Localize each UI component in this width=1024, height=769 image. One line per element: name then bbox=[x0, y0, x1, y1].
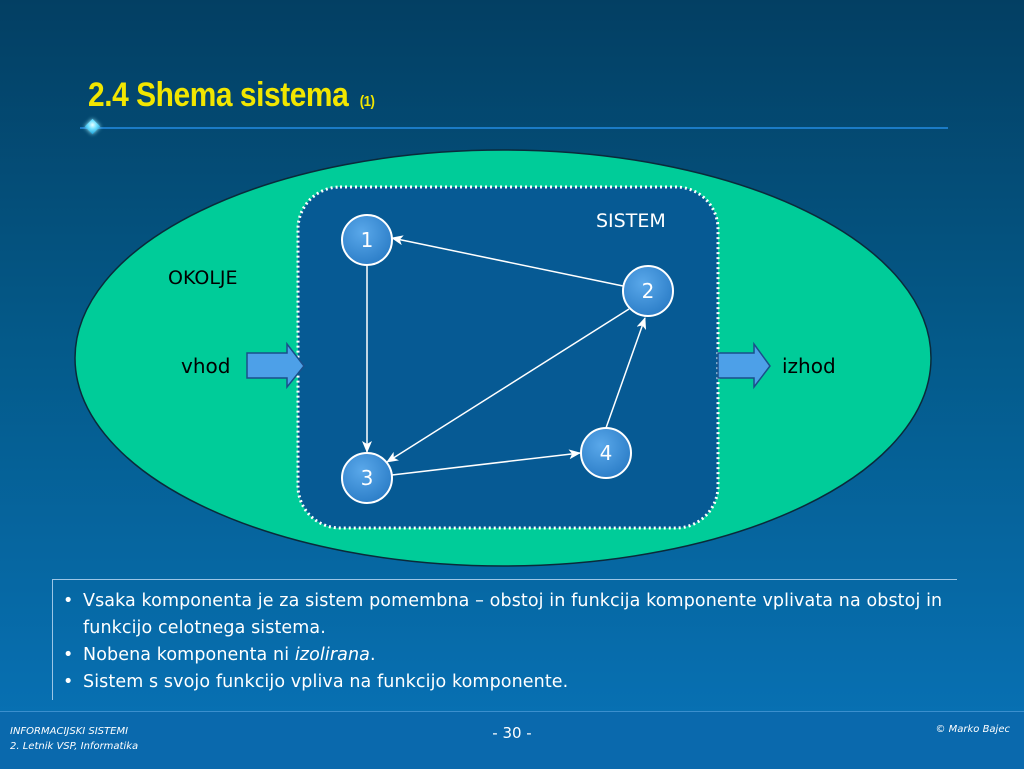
slide-title: 2.4 Shema sistema (1) bbox=[88, 76, 375, 115]
bullet-item-2: Nobena komponenta ni izolirana. bbox=[63, 642, 943, 669]
component-label-1: 1 bbox=[361, 228, 374, 252]
bullet-text-2-before: Nobena komponenta ni bbox=[83, 645, 295, 665]
footer-author: © Marko Bajec bbox=[935, 724, 1010, 735]
title-suffix: (1) bbox=[359, 93, 375, 110]
component-node-2: 2 bbox=[622, 265, 674, 317]
footer-program: 2. Letnik VSP, Informatika bbox=[10, 741, 139, 752]
input-arrow bbox=[246, 341, 305, 390]
component-label-3: 3 bbox=[361, 466, 374, 490]
title-text: 2.4 Shema sistema bbox=[88, 76, 349, 114]
page-number: - 30 - bbox=[492, 724, 532, 742]
bullet-text-3: Sistem s svojo funkcijo vpliva na funkci… bbox=[83, 672, 569, 692]
bullet-list: Vsaka komponenta je za sistem pomembna –… bbox=[63, 588, 943, 696]
input-label: vhod bbox=[181, 354, 230, 378]
system-label: SISTEM bbox=[596, 210, 666, 232]
edge-4-to-2 bbox=[605, 317, 647, 429]
component-node-3: 3 bbox=[341, 452, 393, 504]
bullet-text-1: Vsaka komponenta je za sistem pomembna –… bbox=[83, 591, 943, 638]
component-node-4: 4 bbox=[580, 427, 632, 479]
edge-3-to-4 bbox=[391, 449, 581, 476]
title-divider bbox=[80, 127, 948, 129]
footer-course: INFORMACIJSKI SISTEMI bbox=[10, 726, 129, 737]
output-arrow bbox=[717, 341, 771, 390]
edge-2-to-3 bbox=[386, 308, 630, 463]
component-node-1: 1 bbox=[341, 214, 393, 266]
component-label-2: 2 bbox=[642, 279, 655, 303]
bullet-text-2-after: . bbox=[369, 645, 376, 665]
component-label-4: 4 bbox=[600, 441, 613, 465]
bullet-item-1: Vsaka komponenta je za sistem pomembna –… bbox=[63, 588, 943, 642]
notes-box: Vsaka komponenta je za sistem pomembna –… bbox=[52, 579, 957, 700]
system-diagram: OKOLJE SISTEM vhod izhod 1 2 3 4 bbox=[74, 149, 932, 567]
output-label: izhod bbox=[782, 354, 836, 378]
slide-footer: INFORMACIJSKI SISTEMI 2. Letnik VSP, Inf… bbox=[0, 711, 1024, 769]
edge-2-to-1 bbox=[391, 235, 624, 287]
environment-label: OKOLJE bbox=[168, 267, 238, 289]
footer-course-info: INFORMACIJSKI SISTEMI 2. Letnik VSP, Inf… bbox=[10, 724, 138, 754]
bullet-emphasis: izolirana bbox=[294, 645, 370, 665]
bullet-item-3: Sistem s svojo funkcijo vpliva na funkci… bbox=[63, 669, 943, 696]
